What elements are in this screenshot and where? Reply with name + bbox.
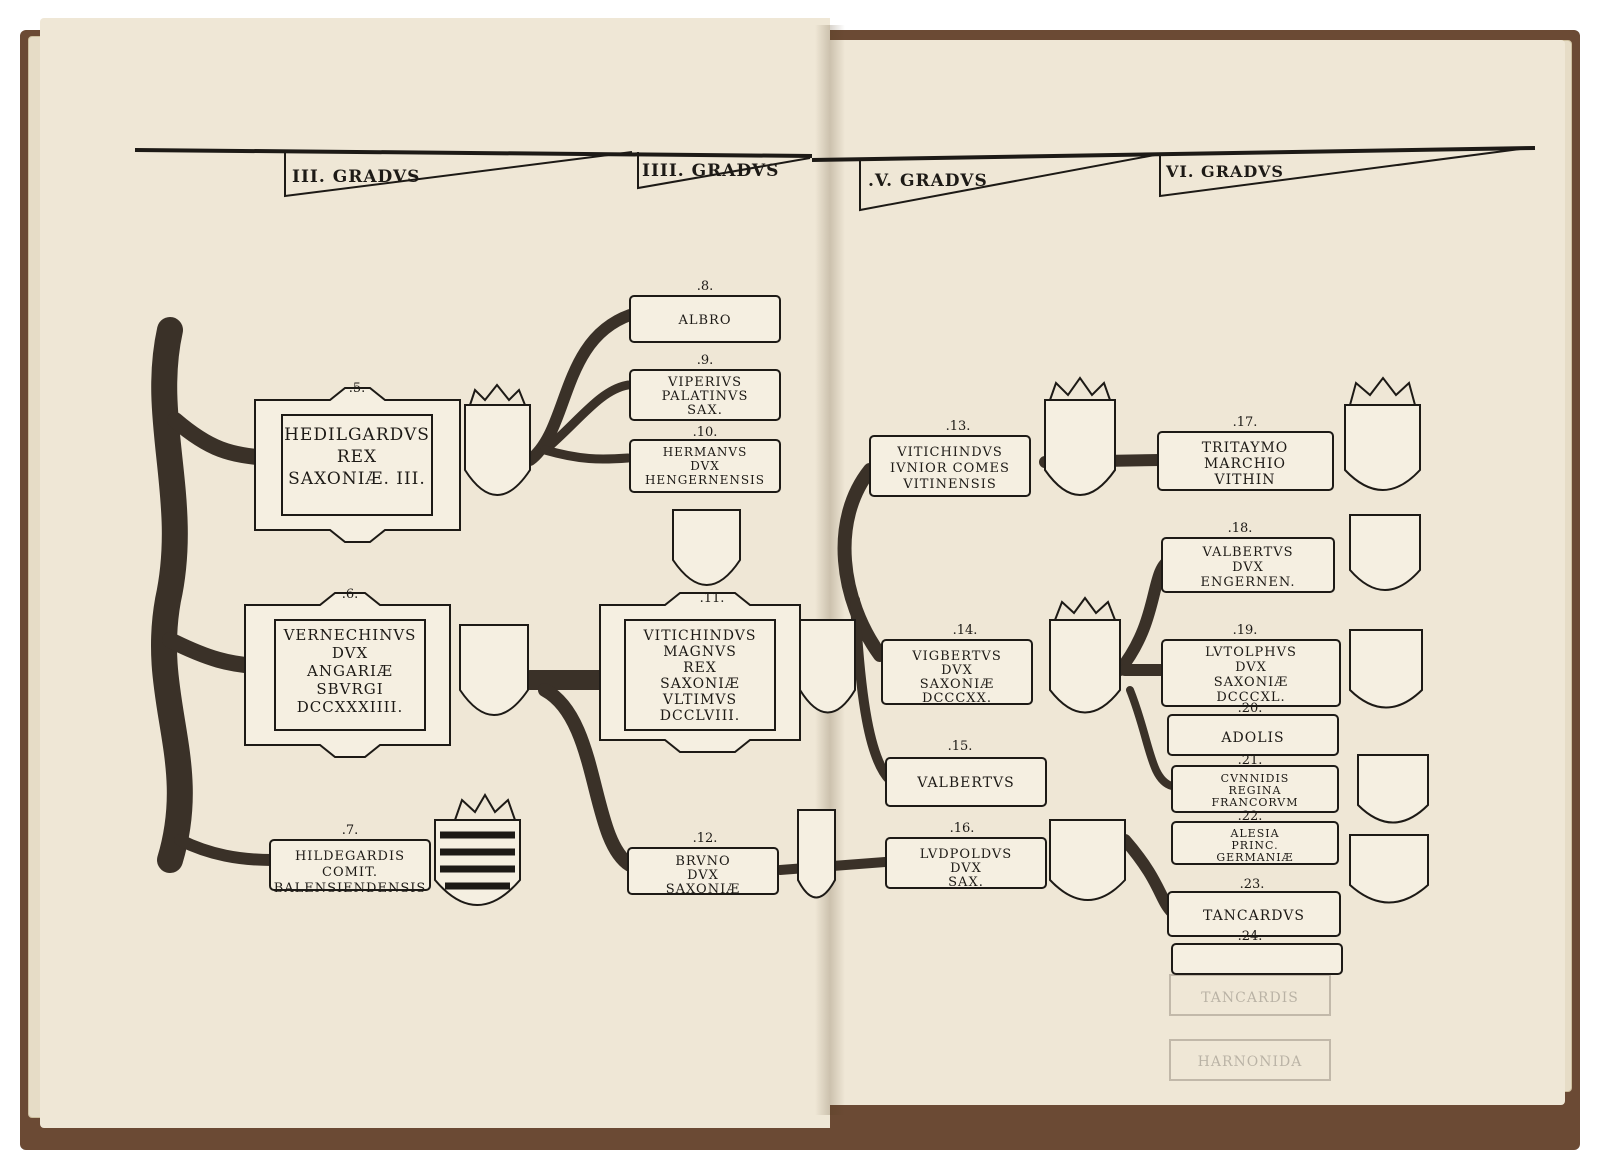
person-number-14: .14. [953, 623, 978, 638]
person-number-9: .9. [697, 353, 714, 368]
person-number-13: .13. [946, 419, 971, 434]
person-name-line: ALBRO [677, 313, 731, 328]
person-name-line: VALBERTVS [916, 775, 1014, 791]
shield-stripes [440, 831, 515, 890]
person-name-line: IVNIOR COMES [890, 461, 1010, 476]
person-name-line: VIPERIVS [667, 375, 742, 390]
person-name-line: LVTOLPHVS [1205, 645, 1297, 660]
person-name-line: ALESIA [1229, 827, 1279, 840]
show-through-stamp [1169, 974, 1331, 1081]
cartouche-6 [244, 592, 451, 758]
person-name-line: VERNECHINVS [283, 626, 417, 644]
person-name-line: DVX [941, 663, 973, 678]
person-name-line: DVX [1232, 560, 1264, 575]
person-name-line: HENGERNENSIS [645, 473, 765, 487]
person-name-line: VALBERTVS [1201, 545, 1293, 560]
person-name-line: CVNNIDIS [1221, 772, 1290, 785]
person-name-line: SAXONIÆ [920, 677, 995, 692]
scroll-banners [269, 295, 1343, 975]
person-name-line: VITINENSIS [902, 477, 997, 492]
person-number-20: .20. [1238, 701, 1263, 716]
person-name-line: PALATINVS [662, 389, 749, 404]
person-name-line: MARCHIO [1204, 456, 1286, 472]
person-number-7: .7. [342, 823, 359, 838]
person-name-line: DVX [950, 861, 982, 876]
person-number-18: .18. [1228, 521, 1253, 536]
person-number-10: .10. [693, 425, 718, 440]
person-name-line: SAXONIÆ [660, 676, 740, 692]
grade-6-label: VI. GRADVS [1165, 162, 1284, 181]
cartouche-11 [599, 592, 801, 753]
person-name-line: DCCCXX. [922, 691, 992, 706]
person-name-line: SAX. [948, 875, 984, 890]
person-name-line: ANGARIÆ [306, 662, 393, 680]
person-name-line: DVX [332, 644, 368, 662]
person-name-line: REX [337, 447, 377, 467]
grade-header [134, 146, 1536, 212]
person-name-line: LVDPOLDVS [920, 847, 1012, 862]
person-name-line: DCCCXL. [1216, 690, 1285, 705]
person-number-6: .6. [342, 587, 359, 602]
person-name-line: VITICHINDVS [643, 628, 757, 644]
person-name-line: TRITAYMO [1202, 440, 1289, 456]
coat-of-arms [434, 399, 1429, 906]
show-through-text-1: TANCARDIS [1201, 990, 1299, 1006]
person-name-line: DCCLVIII. [660, 708, 740, 724]
person-name-line: COMIT. [322, 865, 378, 880]
person-name-line: VITICHINDVS [896, 445, 1003, 460]
person-name-line: GERMANIÆ [1216, 851, 1293, 864]
person-name-line: DCCXXXIIII. [297, 698, 404, 716]
person-name-line: VIGBERTVS [911, 649, 1001, 664]
grade-3-label: III. GRADVS [292, 167, 420, 187]
person-name-line: SAX. [687, 403, 723, 418]
person-number-17: .17. [1233, 415, 1258, 430]
person-name-line: SBVRGI [316, 680, 383, 698]
person-number-23: .23. [1240, 877, 1265, 892]
person-name-line: TANCARDVS [1203, 908, 1305, 924]
show-through-text-2: HARNONIDA [1198, 1054, 1303, 1070]
person-number-16: .16. [950, 821, 975, 836]
person-number-12: .12. [693, 831, 718, 846]
person-name-line: VLTIMVS [662, 692, 737, 708]
grade-5-label: .V. GRADVS [868, 171, 988, 191]
person-name-line: BRVNO [675, 854, 730, 869]
person-name-line: BALENSIENDENSIS [274, 881, 427, 896]
person-number-15: .15. [948, 739, 973, 754]
person-number-5: .5. [349, 381, 366, 396]
person-name-line: ADOLIS [1220, 730, 1284, 746]
person-number-21: .21. [1238, 753, 1263, 768]
person-name-line: SAXONIÆ. III. [288, 469, 426, 489]
person-number-19: .19. [1233, 623, 1258, 638]
crowns [454, 376, 1416, 821]
person-name-line: HILDEGARDIS [295, 849, 405, 864]
person-name-line: REGINA [1228, 784, 1281, 797]
person-name-line: HERMANVS [663, 445, 748, 459]
person-number-8: .8. [697, 279, 714, 294]
cartouche-5 [254, 387, 461, 543]
grade-4-label: IIII. GRADVS [642, 161, 779, 181]
person-name-line: SAXONIÆ [1214, 675, 1289, 690]
person-name-line: DVX [687, 868, 719, 883]
person-number-11: .11. [700, 591, 725, 606]
person-number-24: .24. [1238, 929, 1263, 944]
person-name-line: REX [683, 660, 717, 676]
person-name-line: HEDILGARDVS [284, 425, 430, 445]
person-name-line: FRANCORVM [1211, 796, 1298, 809]
person-name-line: PRINC. [1231, 839, 1278, 852]
person-number-22: .22. [1238, 809, 1263, 824]
person-name-line: VITHIN [1214, 472, 1276, 488]
person-name-line: ENGERNEN. [1200, 575, 1295, 590]
person-name-line: DVX [1235, 660, 1267, 675]
person-name-line: SAXONIÆ [666, 882, 741, 897]
person-name-line: DVX [690, 459, 720, 473]
person-name-line: MAGNVS [663, 644, 737, 660]
